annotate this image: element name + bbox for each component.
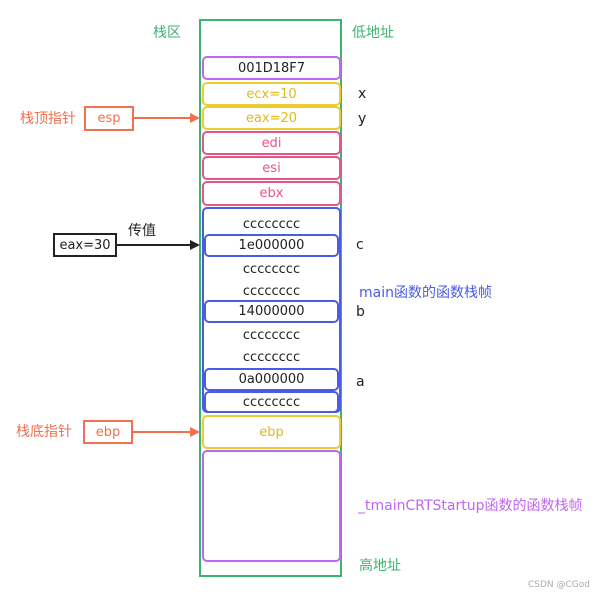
tmain-frame-block: [202, 450, 341, 562]
stack-area-title: 栈区: [153, 25, 181, 41]
watermark: CSDN @CGod: [528, 580, 590, 590]
esp-box: esp: [84, 106, 134, 131]
return-address-cell: 001D18F7: [202, 56, 341, 80]
low-address-label: 低地址: [352, 25, 394, 41]
var-a-cell: 0a000000: [204, 368, 339, 391]
pass-value-arrow-icon: [117, 240, 200, 250]
var-b-label: b: [356, 304, 365, 320]
main-frame-row: cccccccc: [242, 349, 301, 365]
main-frame-row: cccccccc: [242, 327, 301, 343]
main-frame-row: cccccccc: [242, 261, 301, 277]
stack-area: [199, 19, 342, 577]
var-c-cell: 1e000000: [204, 234, 339, 257]
main-frame-bottom-cell: cccccccc: [204, 391, 339, 413]
esp-arrow-icon: [134, 113, 200, 123]
var-y-label: y: [358, 111, 367, 127]
tmain-frame-label: _tmainCRTStartup函数的函数栈帧: [358, 498, 583, 514]
high-address-label: 高地址: [359, 558, 401, 574]
ebp-arrow-icon: [133, 427, 200, 437]
ecx-cell: ecx=10: [202, 82, 341, 106]
eax-cell: eax=20: [202, 106, 341, 130]
var-c-label: c: [356, 237, 364, 253]
ebp-pointer-label: 栈底指针: [16, 424, 72, 440]
var-a-label: a: [356, 374, 365, 390]
edi-cell: edi: [202, 131, 341, 155]
eax-pass-box: eax=30: [53, 233, 117, 257]
main-frame-row: cccccccc: [242, 283, 301, 299]
var-b-cell: 14000000: [204, 300, 339, 323]
ebp-box: ebp: [83, 420, 133, 444]
pass-value-label: 传值: [128, 223, 156, 239]
main-frame-label: main函数的函数栈帧: [359, 285, 492, 301]
esp-pointer-label: 栈顶指针: [20, 111, 76, 127]
ebx-cell: ebx: [202, 181, 341, 206]
ebp-cell: ebp: [202, 415, 341, 449]
esi-cell: esi: [202, 156, 341, 180]
main-frame-row: cccccccc: [242, 216, 301, 232]
var-x-label: x: [358, 86, 367, 102]
